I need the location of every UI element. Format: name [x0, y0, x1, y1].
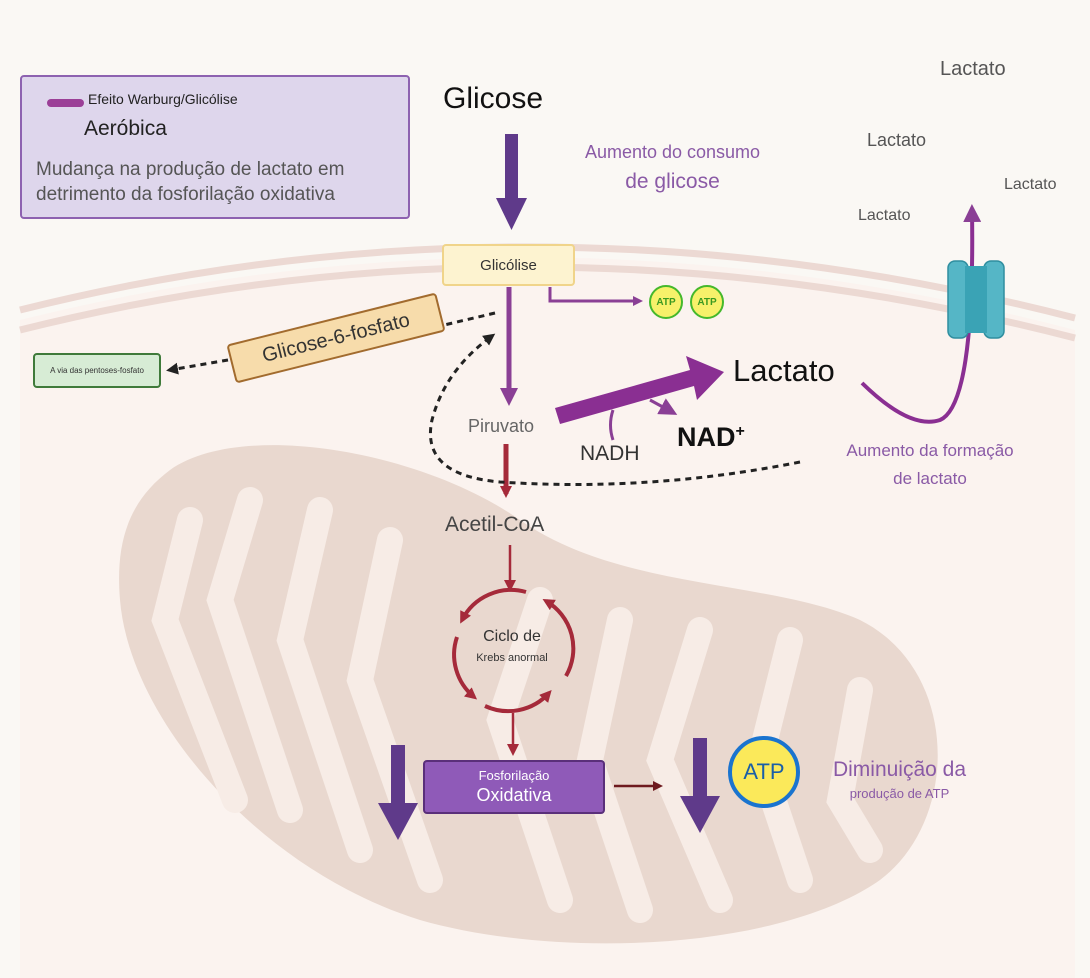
legend-box: Efeito Warburg/Glicólise Aeróbica Mudanç…: [20, 75, 410, 219]
atp-decrease-arrow: [680, 738, 720, 833]
label-lactato: Lactato: [733, 353, 835, 388]
annotation-atp-decrease: Diminuição da produção de ATP: [812, 758, 987, 801]
annotation-line: Aumento do consumo: [584, 142, 761, 162]
nad-plus-arrow: [649, 398, 678, 415]
krebs-line1: Ciclo de: [483, 628, 541, 645]
annotation-line: de lactato: [893, 469, 967, 488]
extracellular-lactate-label: Lactato: [858, 207, 911, 224]
extracellular-lactate-label: Lactato: [1004, 176, 1057, 193]
krebs-line2: Krebs anormal: [476, 652, 548, 664]
node-via-pentoses-fosfato: A via das pentoses-fosfato: [33, 353, 161, 388]
atp-small-icon: ATP: [690, 285, 724, 319]
annotation-line: Diminuição da: [832, 758, 967, 781]
label-piruvato: Piruvato: [468, 416, 535, 436]
annotation-line: Aumento da formação: [846, 441, 1014, 460]
legend-description: Mudança na produção de lactato em detrim…: [36, 159, 345, 205]
glycolysis-to-atp-arrow: [548, 287, 643, 306]
atp-large-icon: ATP: [728, 736, 800, 808]
label-krebs-cycle: Ciclo de Krebs anormal: [447, 628, 577, 664]
label-acetil-coa: Acetil-CoA: [445, 513, 545, 536]
node-fosforilacao-oxidativa: Fosforilação Oxidativa: [423, 760, 605, 814]
extracellular-lactate-label: Lactato: [940, 58, 1006, 80]
nadh-connector: [609, 409, 615, 441]
nad-text: NAD: [677, 422, 736, 452]
oxphos-line1: Fosforilação: [478, 768, 550, 783]
dashed-to-pentose-arrow: [166, 358, 229, 375]
annotation-line: de glicose: [625, 170, 720, 193]
oxphos-line2: Oxidativa: [476, 785, 552, 805]
nad-superscript: +: [735, 423, 745, 440]
node-glicolise: Glicólise: [442, 244, 575, 286]
dashed-g6p-connector: [439, 311, 496, 328]
label-nad-plus: NAD+: [677, 422, 745, 453]
legend-swatch: [47, 99, 84, 107]
annotation-glucose-consumption: Aumento do consumo de glicose: [560, 137, 785, 197]
legend-title: Efeito Warburg/Glicólise: [88, 91, 238, 107]
extracellular-lactate-label: Lactato: [867, 130, 927, 150]
dashed-feedback-loop: [429, 333, 801, 486]
legend-subtitle: Aeróbica: [84, 117, 167, 140]
oxphos-decrease-arrow: [378, 745, 418, 840]
lactate-transporter-icon: [947, 260, 1005, 339]
krebs-cycle-arrows: [452, 587, 576, 714]
annotation-line: produção de ATP: [849, 786, 950, 801]
annotation-lactate-formation: Aumento da formação de lactato: [820, 437, 1040, 493]
glucose-down-arrow: [496, 134, 527, 230]
atp-small-icon: ATP: [649, 285, 683, 319]
label-nadh: NADH: [580, 442, 640, 465]
label-glicose: Glicose: [443, 82, 544, 115]
pyruvate-to-lactate-arrow: [555, 356, 724, 424]
